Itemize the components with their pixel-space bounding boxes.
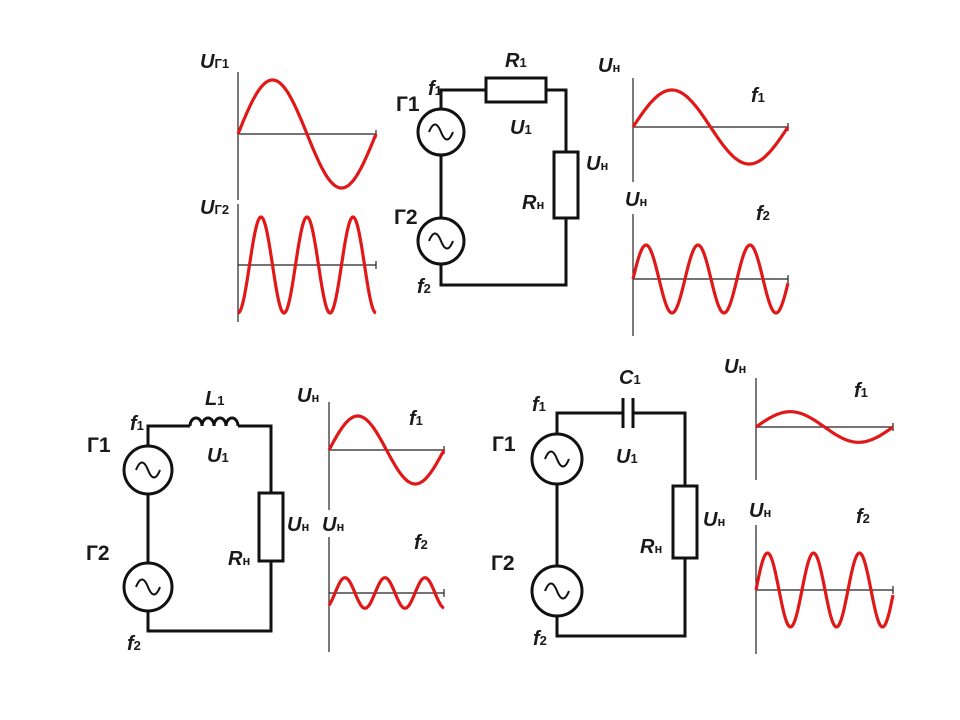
label-r1: R1: [505, 50, 527, 72]
waveform-b-f1: [327, 414, 446, 486]
graph-a-f2-freq: f2: [756, 203, 770, 225]
label-c1: C1: [619, 367, 641, 389]
ac-source-icon: [428, 232, 454, 250]
waveform-c-f1: [755, 410, 894, 444]
label-rn-c: Rн: [640, 536, 662, 558]
label-un-c: Uн: [703, 509, 725, 531]
graph-a-f1-label: Uн: [598, 55, 620, 77]
circuit-c-wire-top-left: [555, 411, 623, 434]
label-f2-a: f2: [417, 276, 431, 298]
graph-c-f1-label: Uн: [724, 356, 746, 378]
graph-c-f2-label: Uн: [749, 500, 771, 522]
graph-gen2: UГ2: [200, 197, 377, 322]
ac-source-icon: [428, 123, 454, 141]
graph-b-f1: Uн f1: [297, 385, 446, 510]
generator-g1-c: [530, 432, 584, 486]
label-rn-a: Rн: [522, 192, 544, 214]
label-f2-c: f2: [533, 628, 547, 650]
label-g2-c: Г2: [491, 552, 515, 575]
circuit-c: Г1 Г2 f1 f2 C1 U1 Uн Rн: [491, 367, 725, 650]
graph-b-f2: Uн f2: [322, 514, 445, 652]
label-un-a: Uн: [586, 153, 608, 175]
label-l1: L1: [205, 388, 224, 410]
circuit-b-wire-right-bottom: [146, 561, 273, 633]
graph-gen2-label: UГ2: [200, 197, 229, 219]
waveform-b-f2: [327, 576, 445, 610]
graph-c-f2: Uн f2: [749, 500, 895, 654]
circuit-a: Г1 Г2 f1 f2 R1 U1 Uн Rн: [394, 50, 608, 298]
label-u1-c: U1: [616, 446, 638, 468]
waveform-gen1: [236, 78, 378, 190]
ac-source-icon: [135, 578, 161, 596]
generator-g2-b: [122, 561, 174, 613]
label-g2-a: Г2: [394, 206, 418, 229]
graph-a-f2-label: Uн: [625, 189, 647, 211]
graph-c-f1-freq: f1: [854, 380, 868, 402]
label-u1-a: U1: [510, 117, 532, 139]
circuit-b-wire-top-left: [146, 424, 190, 446]
circuit-c-wire-top-right: [633, 411, 687, 486]
label-f1-c: f1: [532, 394, 546, 416]
ac-source-icon: [544, 582, 570, 600]
graph-a-f1: Uн f1: [598, 55, 790, 182]
label-g1-a: Г1: [396, 93, 420, 116]
waveform-gen2: [237, 215, 377, 315]
generator-g2-c: [530, 564, 584, 618]
ac-source-icon: [544, 450, 570, 468]
waveform-c-f2: [754, 551, 895, 629]
graph-c-f1: Uн f1: [724, 356, 894, 480]
ac-source-icon: [135, 461, 161, 479]
graph-gen1: UГ1: [200, 51, 378, 200]
graph-gen1-label: UГ1: [200, 51, 229, 73]
circuit-a-wire-right-bottom: [439, 218, 568, 287]
waveform-a-f2: [631, 243, 790, 315]
label-u1-b: U1: [207, 445, 229, 467]
circuit-c-wire-right-bottom: [555, 558, 687, 638]
label-g1-b: Г1: [87, 434, 111, 457]
label-g1-c: Г1: [492, 433, 516, 456]
resistor-rn-c: [671, 484, 699, 560]
graph-b-f1-label: Uн: [297, 385, 319, 407]
inductor-l1: [188, 416, 240, 427]
waveform-a-f1: [631, 88, 790, 166]
resistor-r1: [484, 76, 548, 104]
capacitor-c1: [621, 398, 635, 428]
resistor-rn-a: [552, 150, 580, 220]
label-rn-b: Rн: [228, 548, 250, 570]
generator-g1-b: [122, 444, 174, 496]
generator-g1-a: [416, 107, 466, 157]
label-g2-b: Г2: [86, 542, 110, 565]
generator-g2-a: [416, 216, 466, 266]
circuit-b-wire-top-right: [238, 424, 273, 493]
graph-b-f2-label: Uн: [322, 514, 344, 536]
circuit-a-wire-top-right: [546, 88, 568, 152]
circuit-b: Г1 Г2 f1 f2 L1 U1 Uн Rн: [86, 388, 309, 655]
graph-b-f2-freq: f2: [414, 532, 428, 554]
resistor-rn-b: [257, 491, 285, 563]
graph-b-f1-freq: f1: [409, 408, 423, 430]
circuit-a-wire: [439, 88, 486, 110]
label-f2-b: f2: [127, 633, 141, 655]
graph-a-f2: Uн f2: [625, 189, 790, 336]
label-un-b: Uн: [287, 514, 309, 536]
graph-a-f1-freq: f1: [751, 85, 765, 107]
label-f1-a: f1: [428, 78, 442, 100]
graph-c-f2-freq: f2: [856, 506, 870, 528]
label-f1-b: f1: [130, 413, 144, 435]
